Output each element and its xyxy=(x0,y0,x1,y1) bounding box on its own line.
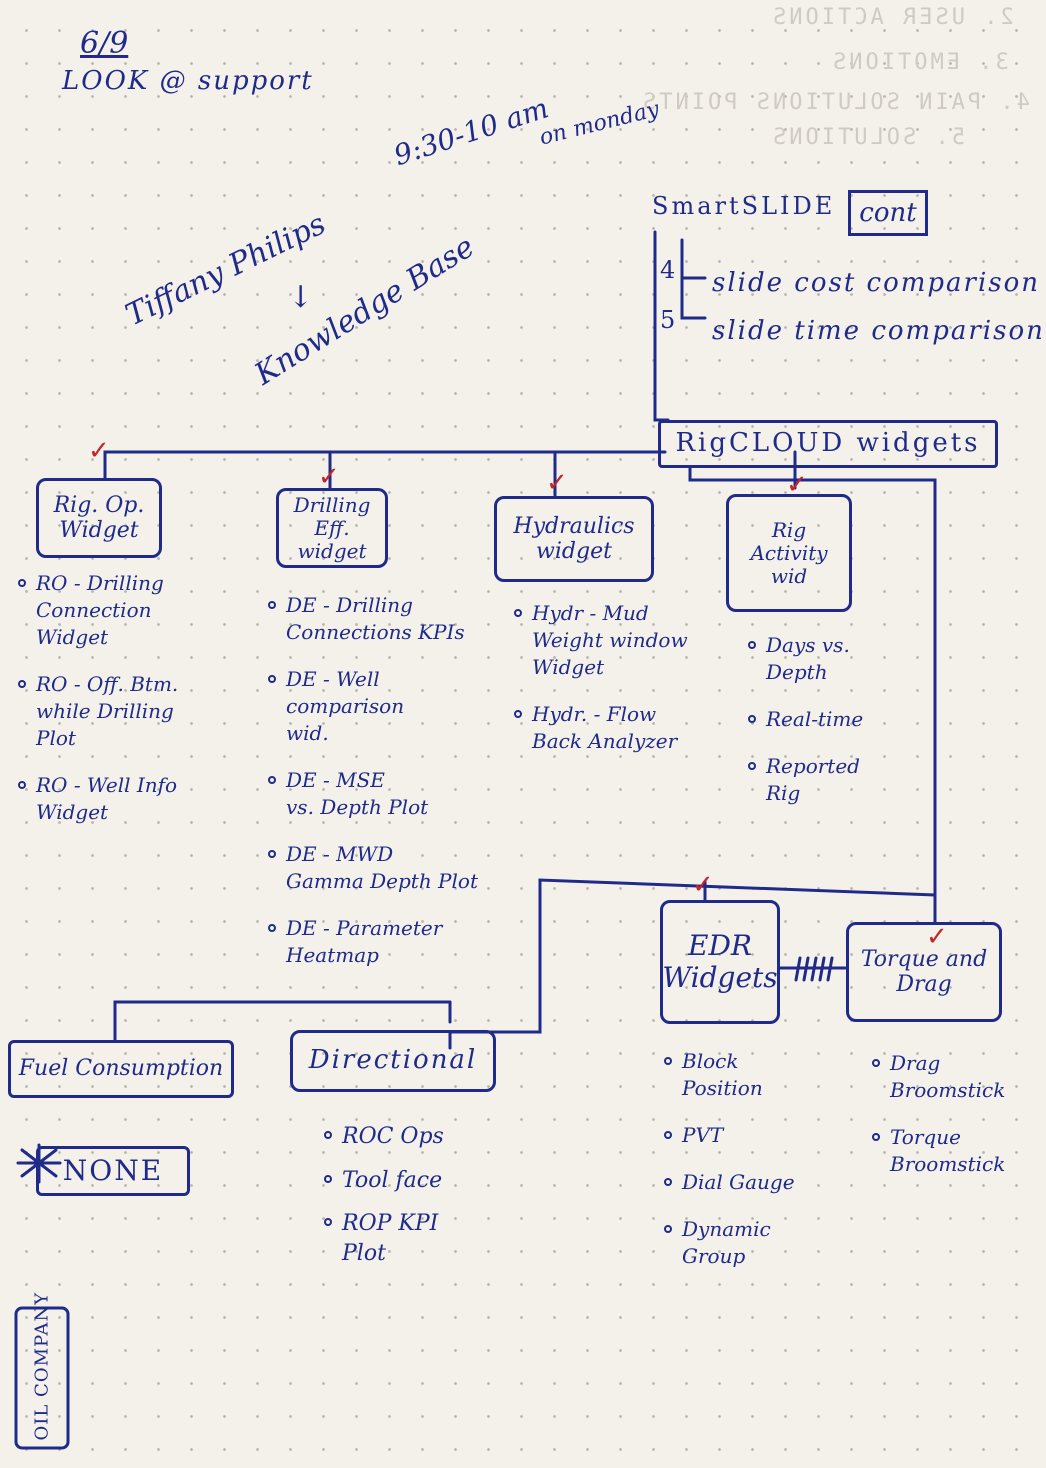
smartslide-title: SmartSLIDE xyxy=(652,192,836,220)
check-mark: ✓ xyxy=(786,470,808,500)
list-item: Real-time xyxy=(748,706,898,733)
list-item: DE - MSE vs. Depth Plot xyxy=(268,767,498,821)
fuel-consumption-label: Fuel Consumption xyxy=(18,1056,224,1082)
list-item: RO - Off. Btm. while Drilling Plot xyxy=(18,671,238,752)
edr-widgets-label: EDR Widgets xyxy=(662,928,778,994)
none-label: NONE xyxy=(62,1153,164,1187)
list-item: ROC Ops xyxy=(324,1122,514,1152)
oil-company-note: OIL COMPANY xyxy=(31,1291,53,1441)
torque-drag-label: Torque and Drag xyxy=(860,946,988,997)
fuel-consumption-box: Fuel Consumption xyxy=(8,1040,234,1098)
list-item: Days vs. Depth xyxy=(748,632,898,686)
cont-label: cont xyxy=(859,198,917,228)
check-mark: ✓ xyxy=(88,436,110,466)
check-mark: ✓ xyxy=(546,468,568,498)
smartslide-num-4: 4 xyxy=(660,256,676,284)
torque-drag-box: Torque and Drag xyxy=(846,922,1002,1022)
list-item: Dynamic Group xyxy=(664,1216,844,1270)
rigcloud-widgets-box: RigCLOUD widgets xyxy=(658,420,998,468)
list-item: DE - Parameter Heatmap xyxy=(268,915,498,969)
list-item: Dial Gauge xyxy=(664,1169,844,1196)
list-item: Hydr. - Flow Back Analyzer xyxy=(514,701,714,755)
list-item: ROP KPI Plot xyxy=(324,1209,514,1268)
check-mark: ✓ xyxy=(692,870,714,900)
torque-drag-list: Drag Broomstick Torque Broomstick xyxy=(872,1050,1042,1198)
check-mark: ✓ xyxy=(318,462,340,492)
rig-activity-widget-label: Rig Activity wid xyxy=(750,517,828,588)
rig-op-list: RO - Drilling Connection Widget RO - Off… xyxy=(18,570,238,846)
rigcloud-label: RigCLOUD widgets xyxy=(675,428,981,459)
hydraulics-widget-box: Hydraulics widget xyxy=(494,496,654,582)
list-item: Torque Broomstick xyxy=(872,1124,1042,1178)
smartslide-cont-tag: cont xyxy=(848,190,928,236)
hydraulics-list: Hydr - Mud Weight window Widget Hydr. - … xyxy=(514,600,714,775)
directional-box: Directional xyxy=(290,1030,496,1092)
note-text: LOOK @ support xyxy=(62,66,314,96)
list-item: DE - Drilling Connections KPIs xyxy=(268,592,498,646)
drilling-eff-widget-box: Drilling Eff. widget xyxy=(276,488,388,568)
list-item: Tool face xyxy=(324,1166,514,1196)
slide-cost-comparison: slide cost comparison xyxy=(712,268,1041,298)
date-text: 6/9 xyxy=(80,26,129,61)
list-item: DE - Well comparison wid. xyxy=(268,666,498,747)
edr-widgets-box: EDR Widgets xyxy=(660,900,780,1024)
hydraulics-widget-label: Hydraulics widget xyxy=(513,513,635,564)
drilling-eff-list: DE - Drilling Connections KPIs DE - Well… xyxy=(268,592,498,989)
rig-op-widget-label: Rig. Op. Widget xyxy=(53,492,145,543)
list-item: Block Position xyxy=(664,1048,844,1102)
list-item: RO - Drilling Connection Widget xyxy=(18,570,238,651)
list-item: Hydr - Mud Weight window Widget xyxy=(514,600,714,681)
slide-time-comparison: slide time comparison xyxy=(712,316,1045,346)
edr-list: Block Position PVT Dial Gauge Dynamic Gr… xyxy=(664,1048,844,1290)
arrow-down-icon: ↓ xyxy=(288,280,314,315)
directional-label: Directional xyxy=(308,1045,478,1076)
none-box: NONE xyxy=(36,1146,190,1196)
rig-activity-list: Days vs. Depth Real-time Reported Rig xyxy=(748,632,898,827)
check-mark: ✓ xyxy=(926,922,948,952)
rig-activity-widget-box: Rig Activity wid xyxy=(726,494,852,612)
list-item: RO - Well Info Widget xyxy=(18,772,238,826)
list-item: PVT xyxy=(664,1122,844,1149)
list-item: DE - MWD Gamma Depth Plot xyxy=(268,841,498,895)
smartslide-num-5: 5 xyxy=(660,306,676,334)
directional-list: ROC Ops Tool face ROP KPI Plot xyxy=(324,1122,514,1283)
list-item: Reported Rig xyxy=(748,753,898,807)
drilling-eff-widget-label: Drilling Eff. widget xyxy=(293,492,371,563)
rig-op-widget-box: Rig. Op. Widget xyxy=(36,478,162,558)
list-item: Drag Broomstick xyxy=(872,1050,1042,1104)
